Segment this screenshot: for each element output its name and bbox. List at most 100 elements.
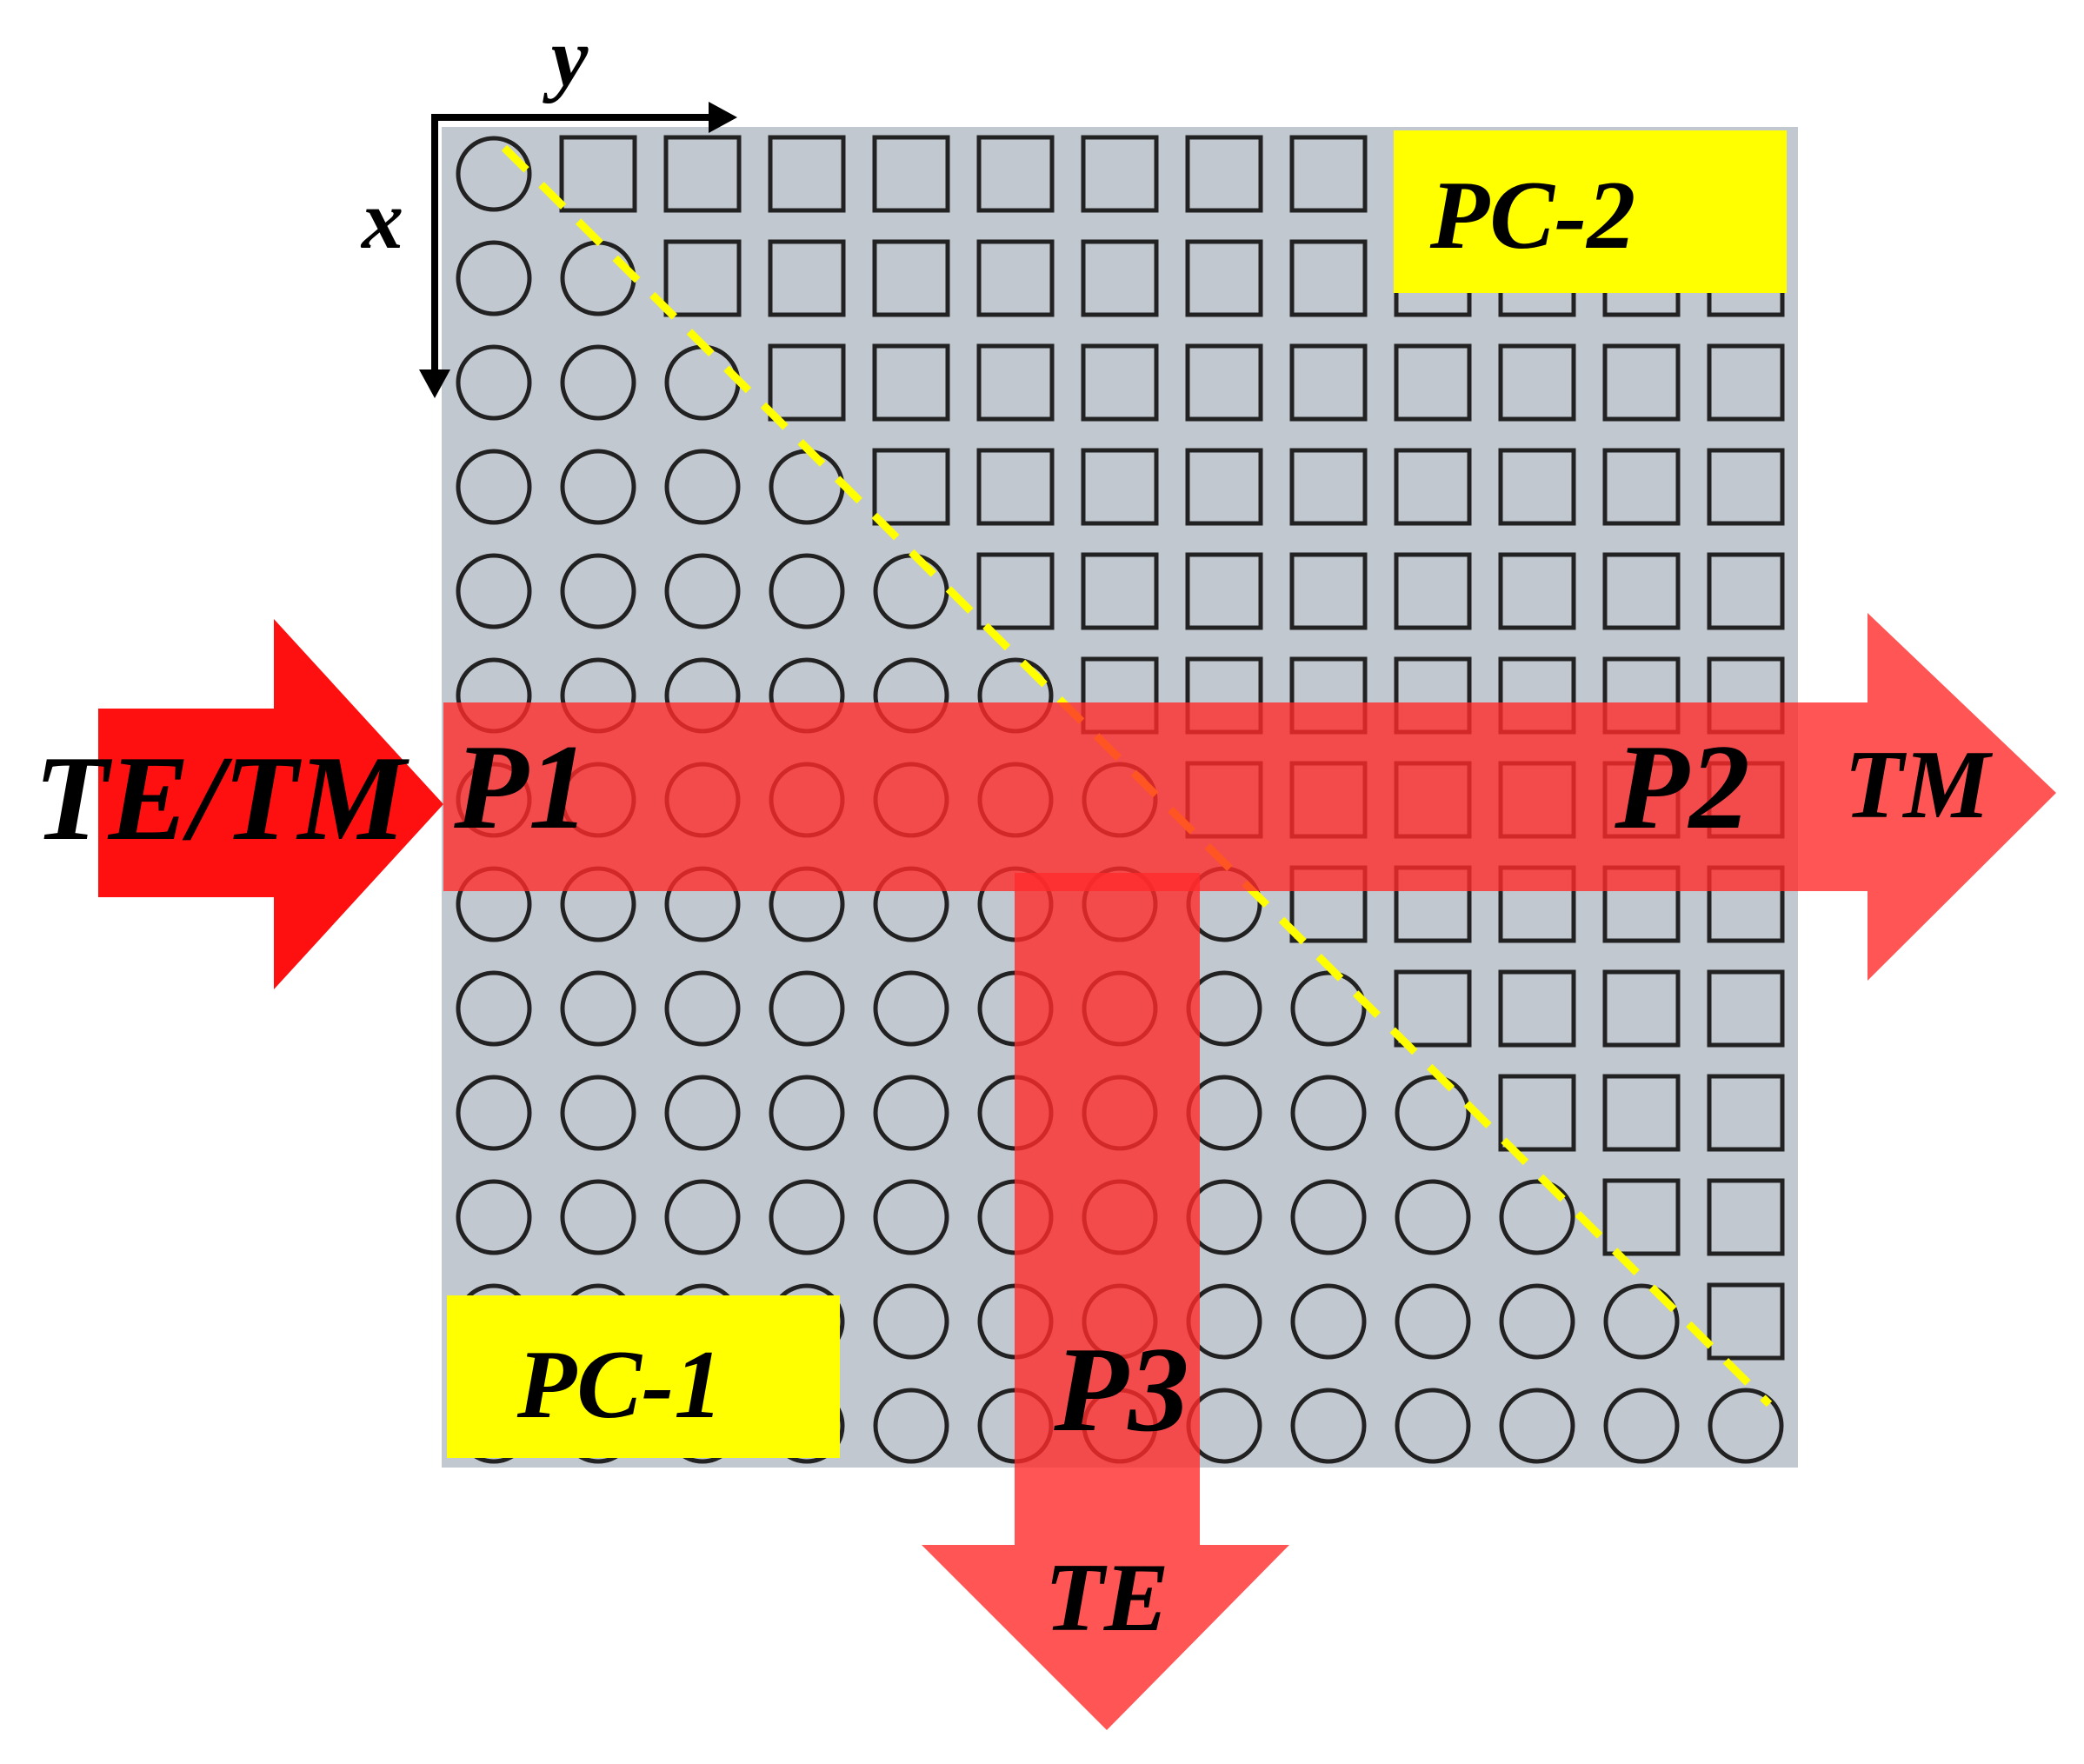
pc1-circular-rod [560,344,636,421]
pc2-square-rod [663,239,742,317]
y-axis-arrowhead [709,102,737,133]
pc2-square-rod [1707,552,1785,630]
pc1-circular-rod [1290,1388,1367,1464]
pc1-circular-rod [1499,1283,1575,1360]
pc1-circular-rod [456,1179,532,1255]
pc1-circular-rod [873,1283,949,1360]
pc2-square-rod [1602,343,1681,422]
pc1-circular-rod [769,970,845,1047]
pc2-square-rod [1602,1178,1681,1256]
pc1-circular-rod [1603,1388,1680,1464]
pc2-square-rod [976,552,1055,630]
pc2-square-rod [1081,135,1159,213]
pc2-square-rod [1289,552,1368,630]
pc1-circular-rod [560,970,636,1047]
pc2-square-rod [976,343,1055,422]
pc2-square-rod [1707,343,1785,422]
pc2-square-rod [1394,969,1472,1048]
pc2-square-rod [1185,239,1263,317]
pc2-square-rod [1707,1074,1785,1152]
pc2-square-rod [768,135,846,213]
pc2-square-rod [872,239,950,317]
y-axis-label: y [543,10,589,103]
pc2-label-box [1394,130,1787,293]
pc1-circular-rod [560,449,636,525]
pc2-square-rod [663,135,742,213]
pc2-square-rod [1394,343,1472,422]
pc2-square-rod [872,135,950,213]
pc1-label: PC-1 [516,1331,722,1439]
pc2-square-rod [1289,448,1368,526]
pc2-square-rod [872,448,950,526]
pc1-circular-rod [1603,1283,1680,1360]
pc2-square-rod [976,135,1055,213]
x-axis-label: x [360,173,403,266]
pc1-circular-rod [1395,1283,1471,1360]
pc1-circular-rod [1395,1075,1471,1151]
pc1-circular-rod [456,240,532,316]
pc1-circular-rod [664,449,741,525]
pc2-square-rod [1185,343,1263,422]
pc2-square-rod [1289,239,1368,317]
pc2-square-rod [1498,969,1576,1048]
port-p1-label: P1 [453,720,589,855]
pc1-circular-rod [1290,970,1367,1047]
pc2-label: PC-2 [1429,162,1635,270]
p2-output-beam [443,613,2056,981]
pc1-label-box [447,1295,840,1458]
pc1-circular-rod [456,970,532,1047]
pc2-square-rod [872,343,950,422]
pc1-circular-rod [1708,1388,1784,1464]
pc2-square-rod [1289,135,1368,213]
pc2-square-rod [1081,552,1159,630]
pc1-circular-rod [664,1179,741,1255]
pc1-circular-rod [1395,1179,1471,1255]
pc2-square-rod [1185,448,1263,526]
pc2-square-rod [1498,343,1576,422]
pc1-circular-rod [456,449,532,525]
pc1-circular-rod [873,1179,949,1255]
pc2-square-rod [1289,343,1368,422]
pc1-circular-rod [664,1075,741,1151]
pc1-circular-rod [1290,1179,1367,1255]
pc2-square-rod [1394,552,1472,630]
x-axis-arrowhead [419,369,450,398]
pc2-square-rod [1707,1282,1785,1361]
pc2-square-rod [1707,448,1785,526]
pc2-square-rod [1602,1074,1681,1152]
pc1-circular-rod [873,1388,949,1464]
pc1-circular-rod [1290,1283,1367,1360]
pc2-square-rod [768,343,846,422]
pc2-square-rod [1081,343,1159,422]
pc2-square-rod [1081,239,1159,317]
pc1-circular-rod [560,1075,636,1151]
pc2-square-rod [1602,448,1681,526]
pc2-square-rod [1707,1178,1785,1256]
pc1-circular-rod [769,1179,845,1255]
pc2-square-rod [1394,448,1472,526]
pc2-square-rod [768,239,846,317]
pc2-square-rod [1498,552,1576,630]
p2-polarization-label: TM [1844,731,1993,839]
input-beam-arrow [98,619,443,989]
pc2-square-rod [1707,969,1785,1048]
pc2-square-rod [559,135,637,213]
pc1-circular-rod [456,1075,532,1151]
pc2-square-rod [1602,969,1681,1048]
p3-output-beam [922,873,1289,1730]
pc2-square-rod [1498,1074,1576,1152]
pc1-circular-rod [560,1179,636,1255]
pc1-circular-rod [769,1075,845,1151]
pc2-square-rod [1498,448,1576,526]
pc2-square-rod [1081,448,1159,526]
pc2-square-rod [1602,552,1681,630]
p3-polarization-label: TE [1044,1544,1169,1652]
pc1-circular-rod [1290,1075,1367,1151]
pc1-circular-rod [1499,1179,1575,1255]
input-polarization-label: TE/TM [34,731,409,866]
port-p2-label: P2 [1614,720,1750,855]
pc2-square-rod [1185,552,1263,630]
pc1-circular-rod [1499,1388,1575,1464]
pc1-circular-rod [456,136,532,212]
